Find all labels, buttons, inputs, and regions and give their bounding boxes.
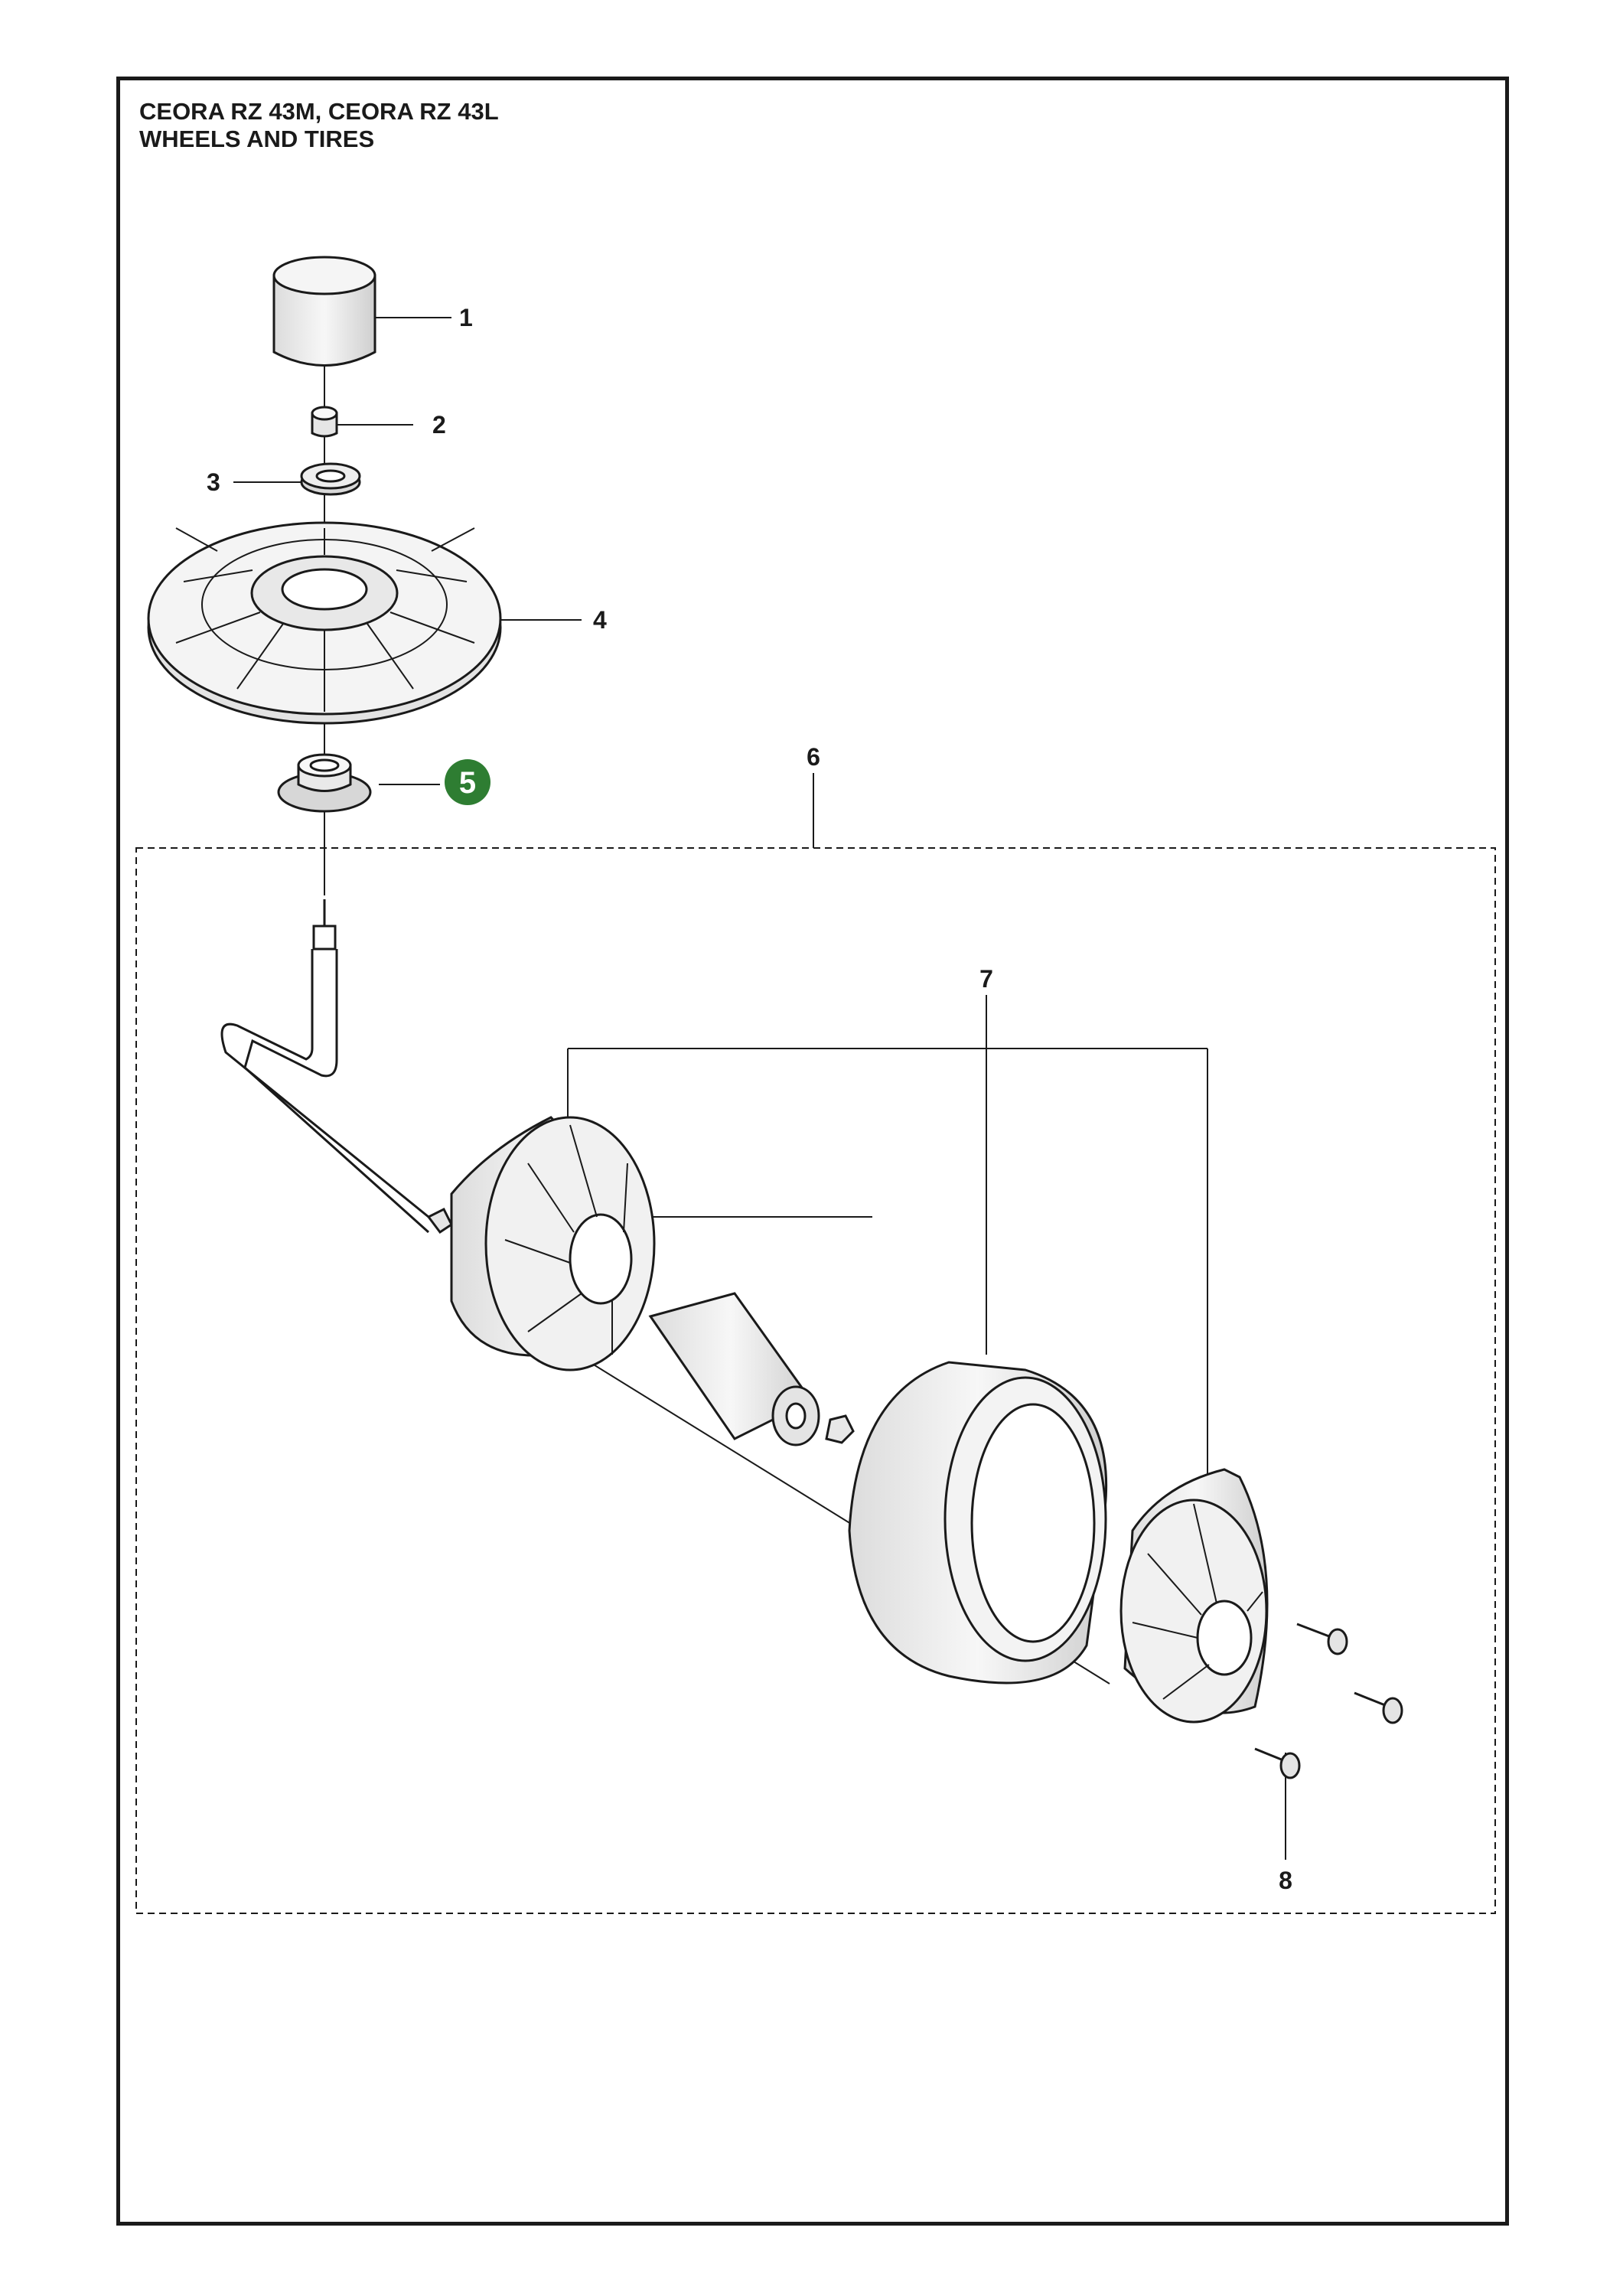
part-3-bearing xyxy=(300,462,361,496)
callout-4: 4 xyxy=(593,606,607,634)
callout-8: 8 xyxy=(1279,1867,1292,1894)
part-8-screws xyxy=(1254,1623,1403,1779)
outer-hub xyxy=(1119,1468,1269,1724)
inner-hub xyxy=(450,1116,656,1371)
part-5-bearing-housing xyxy=(277,753,372,813)
model-line: CEORA RZ 43M, CEORA RZ 43L xyxy=(139,98,499,125)
bushing xyxy=(648,1292,855,1446)
callout-3: 3 xyxy=(207,468,220,496)
part-7-tire xyxy=(848,1361,1108,1684)
part-4-cover xyxy=(147,521,502,725)
callout-1: 1 xyxy=(459,304,473,331)
callout-7: 7 xyxy=(979,965,993,993)
callout-5: 5 xyxy=(459,766,476,800)
part-1-cap xyxy=(272,256,376,367)
part-2-nut xyxy=(311,406,338,438)
callout-2: 2 xyxy=(432,411,446,439)
page-title: CEORA RZ 43M, CEORA RZ 43L WHEELS AND TI… xyxy=(139,98,499,153)
kit-boundary xyxy=(135,847,1496,1914)
part-6-axle xyxy=(220,899,453,1234)
section-line: WHEELS AND TIRES xyxy=(139,126,375,152)
page-frame xyxy=(116,77,1509,2226)
callout-6: 6 xyxy=(807,743,820,771)
callout-5-badge xyxy=(445,759,490,805)
leader-lines xyxy=(233,317,1286,1860)
